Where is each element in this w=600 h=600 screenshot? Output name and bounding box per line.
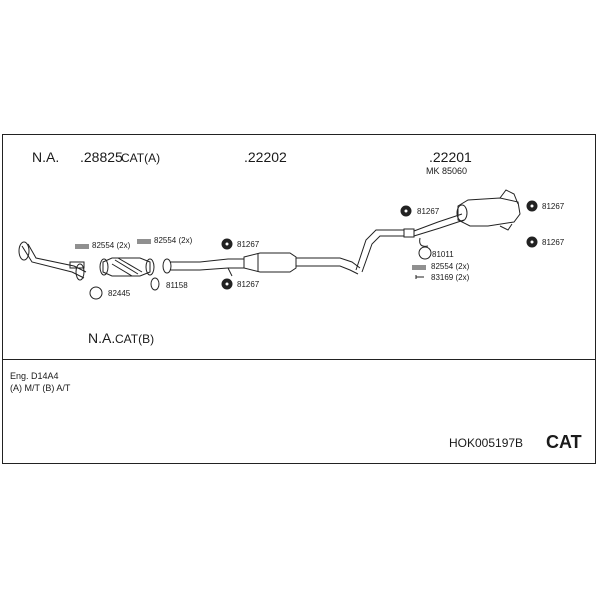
cat-badge: CAT <box>546 432 582 452</box>
front-pipe <box>18 241 87 281</box>
rear-muffler <box>456 189 521 231</box>
diagram-frame <box>2 134 596 464</box>
catalytic-converter <box>99 257 155 277</box>
spring-icon <box>75 244 89 249</box>
spring-icon <box>137 239 151 244</box>
bolt-icon <box>415 275 424 279</box>
part-label-spring-mid: 82554 (2x) <box>154 236 193 245</box>
part-label-spring-rear: 82554 (2x) <box>431 262 470 271</box>
na-label: N.A. <box>32 149 60 165</box>
part-label-81158: 81158 <box>166 281 188 290</box>
part-group-cat-a: CAT(A) <box>121 151 161 165</box>
part-label-hanger-mid-top: 81267 <box>237 240 260 249</box>
ring-icon <box>418 246 432 260</box>
rear-pipe <box>355 213 465 273</box>
part-label-hanger-rear-left: 81267 <box>417 207 440 216</box>
cat-b-label: CAT(B) <box>115 332 155 346</box>
hanger-icon <box>526 200 538 212</box>
system-code: HOK005197B <box>449 436 524 450</box>
part-label-spring-left: 82554 (2x) <box>92 241 131 250</box>
hanger-icon <box>400 205 412 217</box>
transmission-label: (A) M/T (B) A/T <box>10 383 71 393</box>
part-label-hanger-mid-bottom: 81267 <box>237 280 260 289</box>
part-group-28825: .28825 <box>80 149 123 165</box>
mounting-kit-label: MK 85060 <box>426 166 468 176</box>
part-label-hanger-muffler-bottom: 81267 <box>542 238 565 247</box>
part-group-22202: .22202 <box>244 149 287 165</box>
part-label-81011: 81011 <box>432 250 454 259</box>
part-label-bolt-rear: 83169 (2x) <box>431 273 470 282</box>
part-label-gasket: 82445 <box>108 289 131 298</box>
ring-icon <box>150 277 160 291</box>
na-cat-b-label: N.A. <box>88 330 116 346</box>
hanger-icon <box>221 278 233 290</box>
part-group-22201: .22201 <box>429 149 472 165</box>
part-label-hanger-muffler-top: 81267 <box>542 202 565 211</box>
info-divider <box>2 359 596 360</box>
hanger-icon <box>221 238 233 250</box>
middle-pipe <box>162 252 361 277</box>
spring-icon <box>412 265 426 270</box>
hanger-icon <box>526 236 538 248</box>
engine-label: Eng. D14A4 <box>10 371 59 381</box>
gasket-icon <box>89 286 103 300</box>
